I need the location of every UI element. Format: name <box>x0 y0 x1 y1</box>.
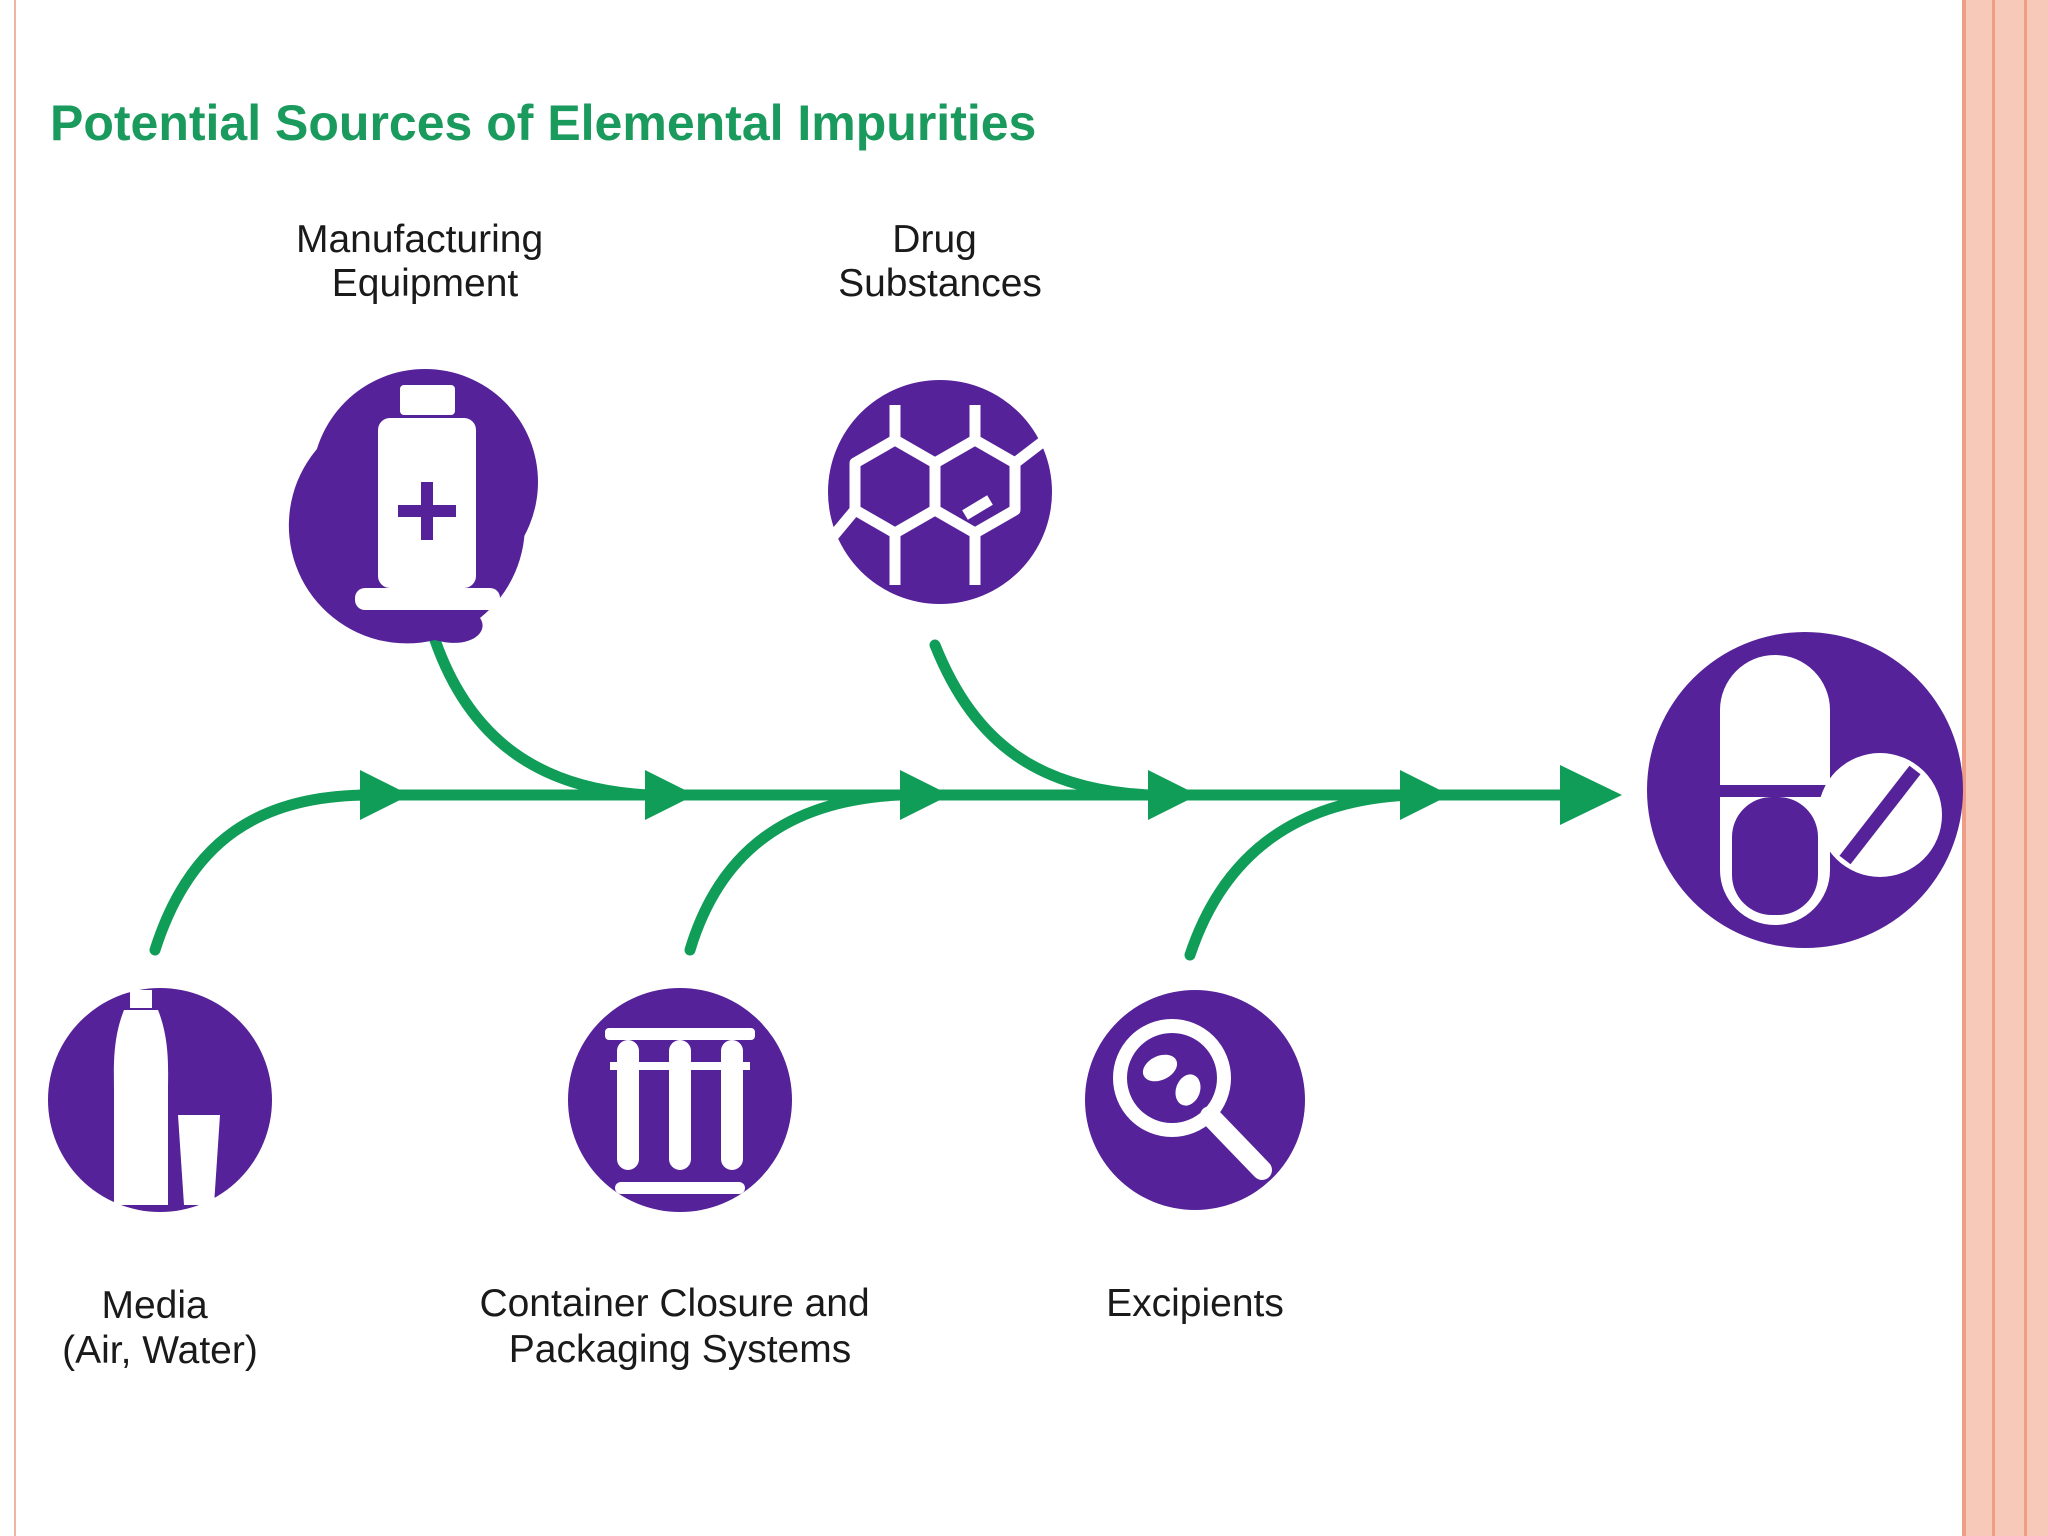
source-container-closure: Container Closure and Packaging Systems <box>479 988 880 1371</box>
source-label: Drug Substances <box>838 218 1042 305</box>
source-label: Excipients <box>1106 1282 1284 1325</box>
slide-frame-right <box>1962 0 2048 1536</box>
frame-stripe <box>2024 0 2027 1536</box>
source-drug-substances: Drug Substances <box>825 218 1052 604</box>
arrowhead <box>360 770 410 820</box>
source-excipients: Excipients <box>1085 990 1305 1325</box>
arrowhead <box>645 770 695 820</box>
flow-arrows <box>149 634 1576 961</box>
source-manufacturing: Manufacturing Equipment <box>288 218 554 644</box>
branch-media <box>149 789 376 956</box>
source-label: Manufacturing Equipment <box>296 218 554 305</box>
arrowhead <box>1400 770 1450 820</box>
arrowhead <box>1560 765 1622 825</box>
frame-stripe <box>1962 0 1966 1536</box>
flow-arrowheads <box>360 765 1622 825</box>
branch-excipients <box>1184 789 1416 961</box>
source-label: Container Closure and Packaging Systems <box>479 1282 880 1371</box>
source-label: Media (Air, Water) <box>62 1284 258 1372</box>
magnifier-icon <box>1113 1019 1272 1180</box>
cross-icon <box>398 482 456 540</box>
molecule-icon <box>825 405 1049 585</box>
branch-manufacturing <box>429 634 656 801</box>
arrowhead <box>1148 770 1198 820</box>
water-bottle-glass-icon <box>113 990 220 1205</box>
target-drug-product <box>1647 632 1963 948</box>
arrowhead <box>900 770 950 820</box>
capsule-tablet-icon <box>1720 655 1942 925</box>
test-tubes-icon <box>605 1028 755 1194</box>
source-media: Media (Air, Water) <box>48 988 272 1372</box>
slide-frame-left <box>14 0 16 1536</box>
diagram-title: Potential Sources of Elemental Impuritie… <box>50 95 1036 151</box>
frame-stripe <box>1992 0 1995 1536</box>
branch-container <box>684 789 906 956</box>
branch-drug <box>929 639 1156 801</box>
